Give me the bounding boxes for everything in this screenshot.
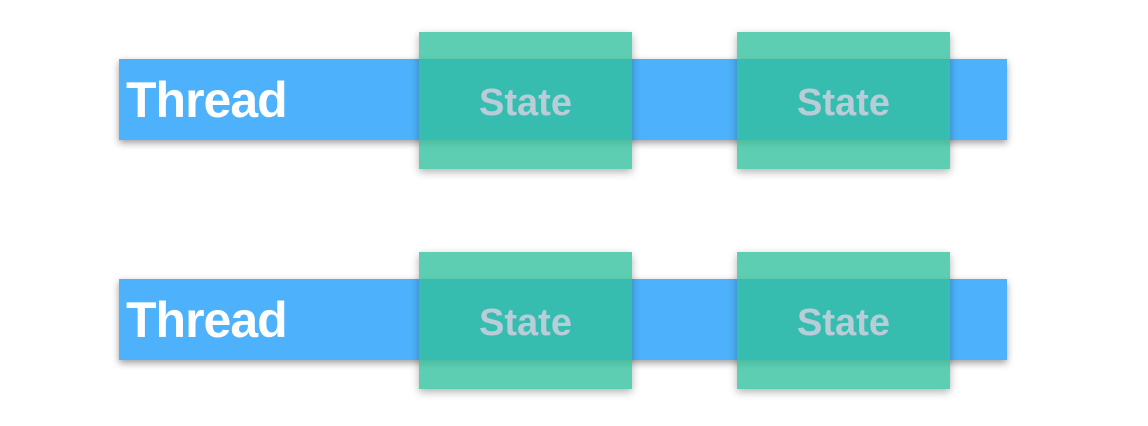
thread-row: Thread State State [0,32,1148,169]
state-label: State [479,81,572,124]
thread-label: Thread [126,71,288,128]
state-label: State [797,301,890,344]
thread-label: Thread [126,291,288,348]
state-label: State [479,301,572,344]
state-label: State [797,81,890,124]
state-box: State [737,252,950,389]
state-box: State [419,32,632,169]
state-box: State [737,32,950,169]
thread-row: Thread State State [0,252,1148,389]
state-box: State [419,252,632,389]
